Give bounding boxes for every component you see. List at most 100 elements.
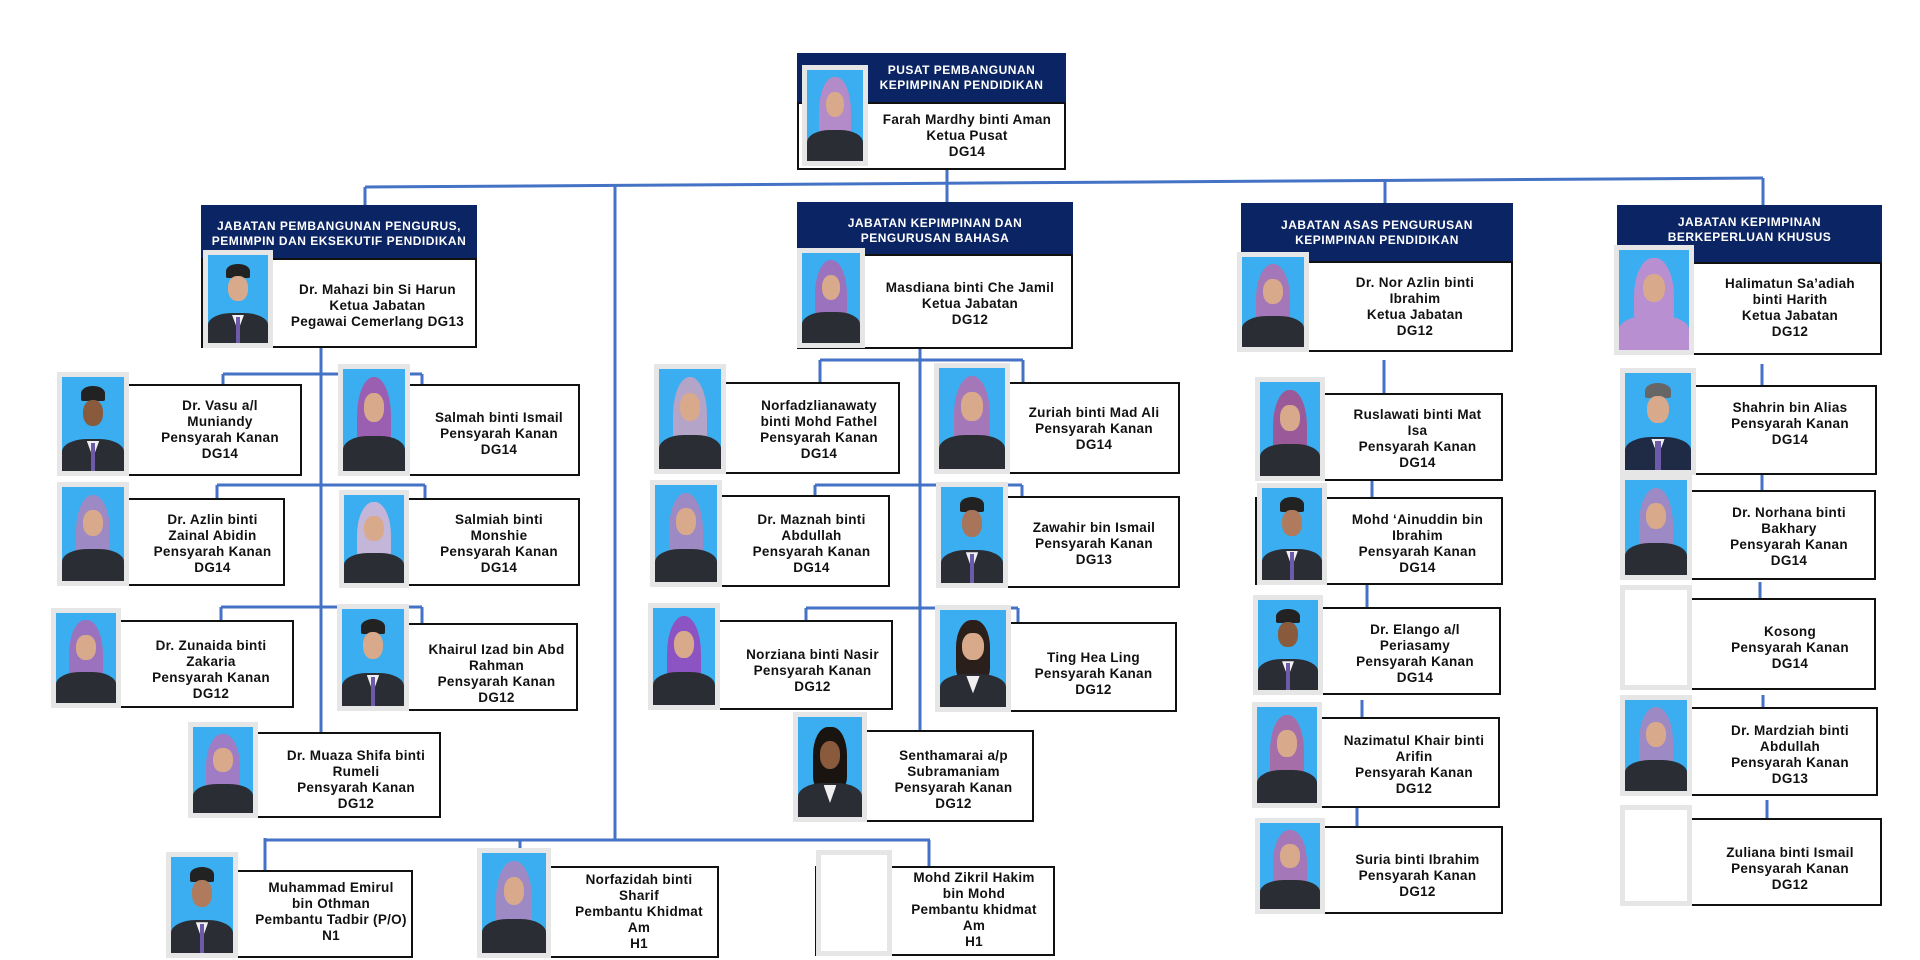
person-name: Zawahir bin Ismail xyxy=(1032,520,1156,535)
person-name: Norfazidah binti xyxy=(585,872,693,887)
person-role: Pensyarah Kanan xyxy=(1035,421,1153,436)
dept-header: JABATAN ASAS PENGURUSAN KEPIMPINAN PENDI… xyxy=(1241,203,1513,261)
staff-info: Dr. Maznah binti Abdullah Pensyarah Kana… xyxy=(735,512,888,576)
person-name: Ting Hea Ling xyxy=(1047,650,1140,665)
person-role: Ketua Jabatan xyxy=(329,298,426,313)
person-name: Dr. Norhana binti xyxy=(1732,505,1846,520)
person-name: Dr. Elango a/l xyxy=(1370,622,1460,637)
person-role: Pensyarah Kanan xyxy=(153,544,272,559)
person-name: Dr. Maznah binti xyxy=(757,512,866,527)
person-grade: DG12 xyxy=(1396,323,1434,338)
staff-info: Norziana binti Nasir Pensyarah Kanan DG1… xyxy=(735,647,890,695)
staff-info: Mohd Zikril Hakim bin Mohd Pembantu khid… xyxy=(895,870,1053,950)
staff-info: Dr. Azlin binti Zainal Abidin Pensyarah … xyxy=(140,512,285,576)
person-grade: DG14 xyxy=(1771,432,1809,447)
dept-head-info: Dr. Mahazi bin Si Harun Ketua Jabatan Pe… xyxy=(280,282,475,330)
person-grade: DG14 xyxy=(1399,455,1436,470)
staff-photo xyxy=(57,482,129,586)
dept-head-info: Dr. Nor Azlin binti Ibrahim Ketua Jabata… xyxy=(1325,275,1505,339)
person-role: Pensyarah Kanan xyxy=(894,780,1013,795)
staff-info: Zawahir bin Ismail Pensyarah Kanan DG13 xyxy=(1010,520,1178,568)
person-grade: DG12 xyxy=(1075,682,1112,697)
person-grade: DG12 xyxy=(935,796,972,811)
person-role: Pembantu khidmat xyxy=(911,902,1037,917)
person-name: Dr. Vasu a/l xyxy=(182,398,258,413)
person-grade: DG14 xyxy=(480,560,518,575)
person-role: Pensyarah Kanan xyxy=(161,430,279,445)
person-role: Pensyarah Kanan xyxy=(1355,765,1473,780)
staff-info: Mohd ‘Ainuddin bin Ibrahim Pensyarah Kan… xyxy=(1335,512,1500,576)
staff-photo xyxy=(188,722,258,818)
staff-photo xyxy=(793,712,867,822)
main-bus-line xyxy=(364,176,1764,189)
staff-photo xyxy=(936,482,1008,588)
person-name: Nazimatul Khair binti xyxy=(1343,733,1485,748)
person-grade: DG13 xyxy=(1075,552,1113,567)
person-name: Mohd Zikril Hakim xyxy=(913,870,1035,885)
person-name: Farah Mardhy binti Aman xyxy=(882,112,1052,127)
person-name: Norfadzlianawaty xyxy=(761,398,877,413)
staff-info: Dr. Vasu a/l Muniandy Pensyarah Kanan DG… xyxy=(140,398,300,462)
person-role: Pensyarah Kanan xyxy=(1035,536,1153,551)
staff-info: Kosong Pensyarah Kanan DG14 xyxy=(1705,624,1875,672)
staff-photo xyxy=(166,852,238,958)
person-role: Pensyarah Kanan xyxy=(760,430,878,445)
person-grade: DG12 xyxy=(794,679,831,694)
staff-info: Senthamarai a/p Subramaniam Pensyarah Ka… xyxy=(875,748,1032,812)
person-grade: DG14 xyxy=(1770,553,1808,568)
person-role: Pensyarah Kanan xyxy=(437,674,556,689)
person-name: Norziana binti Nasir xyxy=(746,647,879,662)
centre-head-info: Farah Mardhy binti Aman Ketua Pusat DG14 xyxy=(868,112,1066,160)
person-name: Khairul Izad bin Abd xyxy=(428,642,565,657)
person-grade: DG12 xyxy=(1771,324,1809,339)
staff-photo xyxy=(1620,695,1692,796)
person-name: Dr. Mahazi bin Si Harun xyxy=(299,282,456,297)
person-role: Pensyarah Kanan xyxy=(152,670,270,685)
person-role: Pensyarah Kanan xyxy=(1034,666,1153,681)
person-role: Pensyarah Kanan xyxy=(1358,439,1477,454)
staff-info: Dr. Muaza Shifa binti Rumeli Pensyarah K… xyxy=(272,748,440,812)
staff-info: Muhammad Emirul bin Othman Pembantu Tadb… xyxy=(250,880,412,944)
staff-photo-placeholder xyxy=(1620,805,1692,906)
person-role: Pensyarah Kanan xyxy=(1358,544,1477,559)
person-grade: Pegawai Cemerlang DG13 xyxy=(290,314,465,329)
dept-header: JABATAN PEMBANGUNAN PENGURUS, PEMIMPIN D… xyxy=(201,205,477,258)
person-grade: DG14 xyxy=(800,446,838,461)
person-name: Dr. Nor Azlin binti xyxy=(1355,275,1475,290)
person-grade: DG14 xyxy=(793,560,830,575)
staff-photo xyxy=(1620,368,1696,475)
person-role: Ketua Jabatan xyxy=(921,296,1019,311)
person-role: Pembantu Khidmat xyxy=(575,904,703,919)
person-role: Ketua Pusat xyxy=(926,128,1008,143)
staff-photo xyxy=(337,604,409,711)
staff-photo xyxy=(51,608,121,708)
person-name: Kosong xyxy=(1763,624,1817,639)
person-grade: DG13 xyxy=(1771,771,1809,786)
person-grade: DG14 xyxy=(1399,560,1436,575)
photo-dept-head xyxy=(203,250,273,348)
person-name: Mohd ‘Ainuddin bin xyxy=(1351,512,1484,527)
staff-photo xyxy=(1620,475,1692,580)
person-role: Pembantu Tadbir (P/O) xyxy=(255,912,407,927)
staff-info: Suria binti Ibrahim Pensyarah Kanan DG12 xyxy=(1335,852,1500,900)
person-name: Dr. Mardziah binti xyxy=(1731,723,1849,738)
person-role: Pensyarah Kanan xyxy=(1731,861,1849,876)
photo-centre-head xyxy=(802,65,868,166)
staff-photo xyxy=(1253,595,1323,695)
person-grade: DG12 xyxy=(1395,781,1433,796)
person-role: Pensyarah Kanan xyxy=(1358,868,1477,883)
staff-info: Shahrin bin Alias Pensyarah Kanan DG14 xyxy=(1705,400,1875,448)
person-role: Pensyarah Kanan xyxy=(297,780,415,795)
staff-info: Zuriah binti Mad Ali Pensyarah Kanan DG1… xyxy=(1010,405,1178,453)
staff-photo xyxy=(1255,377,1325,481)
staff-info: Norfazidah binti Sharif Pembantu Khidmat… xyxy=(560,872,718,952)
staff-photo xyxy=(650,480,722,587)
person-grade: DG12 xyxy=(951,312,989,327)
person-grade: DG12 xyxy=(1771,877,1809,892)
person-grade: DG14 xyxy=(480,442,518,457)
person-name: Dr. Azlin binti xyxy=(167,512,258,527)
dept-header: JABATAN KEPIMPINAN BERKEPERLUAN KHUSUS xyxy=(1617,205,1882,262)
staff-photo xyxy=(1252,702,1322,808)
staff-info: Salmiah binti Monshie Pensyarah Kanan DG… xyxy=(420,512,578,576)
person-name: Ruslawati binti Mat xyxy=(1353,407,1482,422)
